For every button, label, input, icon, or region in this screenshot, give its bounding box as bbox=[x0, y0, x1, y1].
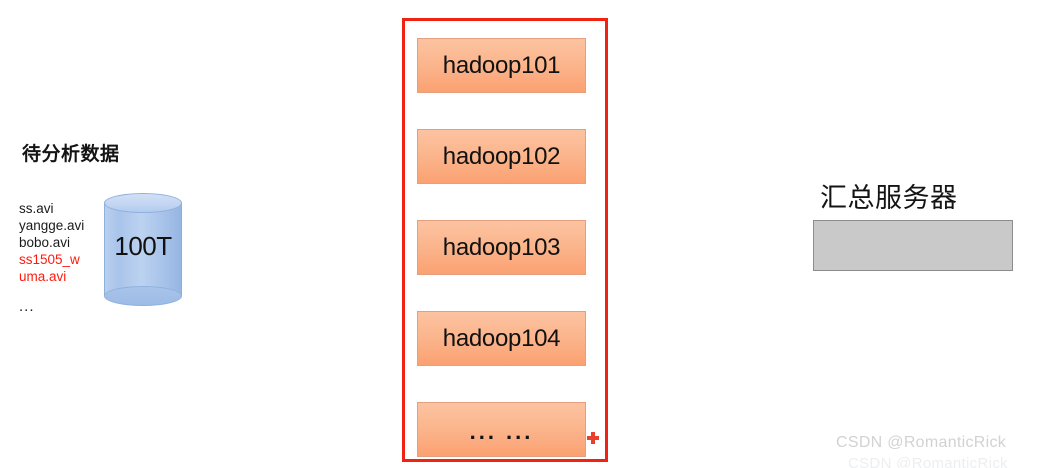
cluster-node-hadoop102[interactable]: hadoop102 bbox=[417, 129, 586, 184]
cluster-highlight-box bbox=[402, 18, 608, 462]
data-to-analyze-title: 待分析数据 bbox=[22, 144, 120, 165]
summary-server-title: 汇总服务器 bbox=[820, 183, 958, 213]
list-item: ss1505_w bbox=[19, 252, 80, 267]
cylinder-bottom bbox=[104, 286, 182, 306]
cluster-node-hadoop103[interactable]: hadoop103 bbox=[417, 220, 586, 275]
list-more-indicator: ... bbox=[19, 298, 35, 315]
node-label: hadoop104 bbox=[442, 324, 561, 352]
node-label: hadoop101 bbox=[442, 51, 561, 79]
cylinder-body bbox=[104, 203, 182, 296]
node-label: hadoop103 bbox=[442, 233, 561, 261]
file-list: ss.avi yangge.avi bobo.avi ss1505_w uma.… bbox=[19, 200, 103, 315]
node-label: ... ... bbox=[469, 418, 534, 444]
cluster-node-hadoop104[interactable]: hadoop104 bbox=[417, 311, 586, 366]
watermark-text: CSDN @RomanticRick bbox=[836, 434, 1007, 451]
list-item: bobo.avi bbox=[19, 235, 71, 250]
list-item: yangge.avi bbox=[19, 218, 85, 233]
plus-icon[interactable] bbox=[587, 432, 599, 444]
cluster-node-hadoop101[interactable]: hadoop101 bbox=[417, 38, 586, 93]
cylinder-top bbox=[104, 193, 182, 213]
storage-capacity-label: 100T bbox=[114, 231, 172, 261]
list-item: uma.avi bbox=[19, 269, 67, 284]
database-cylinder-icon: 100T bbox=[104, 193, 182, 306]
summary-server-box[interactable] bbox=[813, 220, 1013, 271]
node-label: hadoop102 bbox=[442, 142, 561, 170]
cluster-node-more[interactable]: ... ... bbox=[417, 402, 586, 457]
list-item: ss.avi bbox=[19, 201, 54, 216]
watermark-text-secondary: CSDN @RomanticRick bbox=[848, 455, 1008, 468]
